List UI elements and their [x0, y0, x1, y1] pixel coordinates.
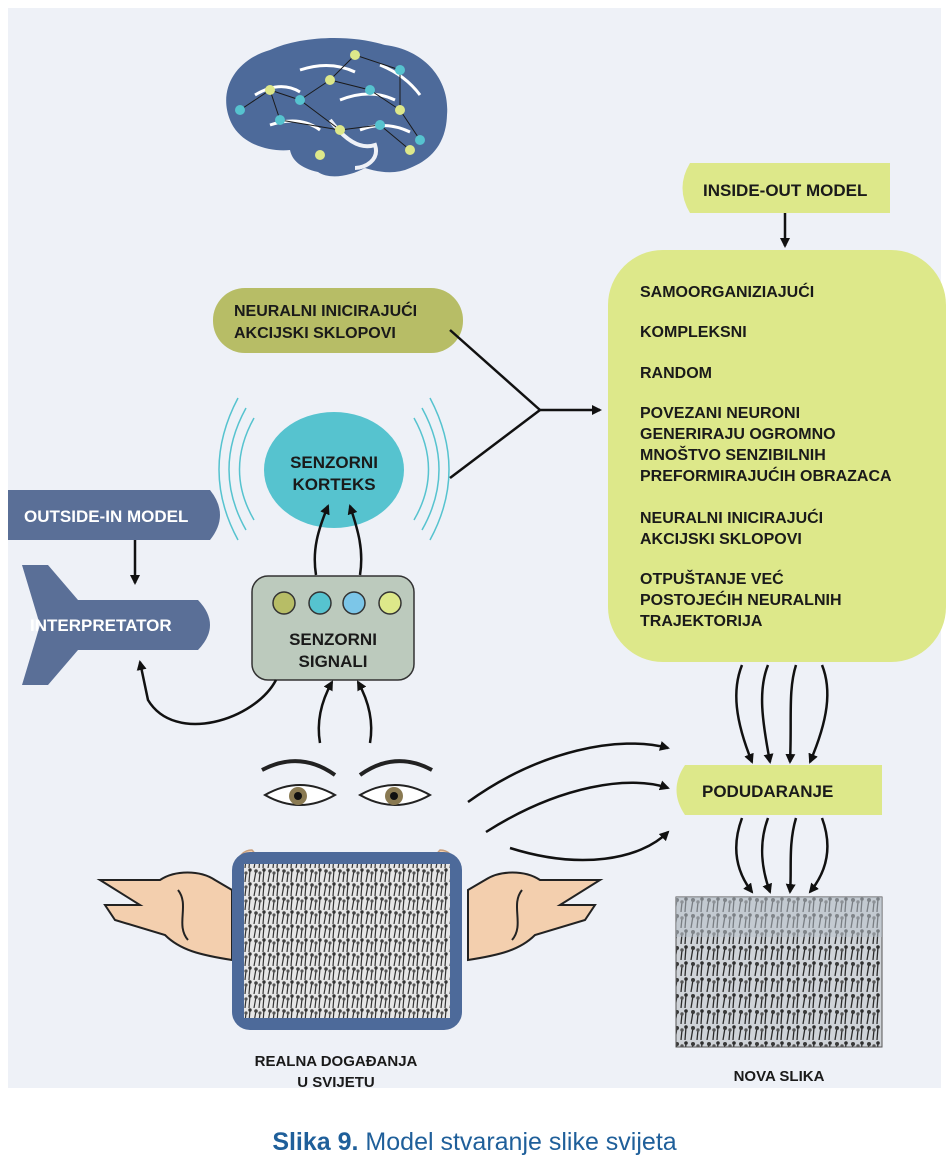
- crowd-picture-new: [675, 896, 883, 1048]
- outside-in-title: OUTSIDE-IN MODEL: [24, 507, 188, 526]
- inside-out-item: SAMOORGANIZIAJUĆI: [640, 282, 814, 301]
- interpretator-shape: INTERPRETATOR: [22, 565, 210, 685]
- inside-out-item: POSTOJEĆIH NEURALNIH: [640, 590, 842, 609]
- inside-out-item: POVEZANI NEURONI: [640, 405, 800, 422]
- caption-text: Model stvaranje slike svijeta: [358, 1128, 677, 1156]
- inside-out-item: KOMPLEKSNI: [640, 324, 747, 341]
- inside-out-item: NEURALNI INICIRAJUĆI: [640, 508, 823, 527]
- cortex-line: SENZORNI: [290, 453, 378, 472]
- inside-out-title: INSIDE-OUT MODEL: [703, 181, 867, 200]
- signal-dot: [308, 591, 332, 615]
- inside-out-item: AKCIJSKI SKLOPOVI: [640, 531, 802, 548]
- signals-line: SIGNALI: [299, 652, 368, 671]
- sensory-signals-box: SENZORNI SIGNALI: [251, 575, 415, 681]
- crowd-picture: [232, 852, 462, 1030]
- inside-out-item: GENERIRAJU OGROMNO: [640, 426, 836, 443]
- sensory-cortex: SENZORNI KORTEKS: [218, 397, 450, 541]
- neural-box-line: NEURALNI INICIRAJUĆI: [234, 301, 417, 320]
- neural-action-box: NEURALNI INICIRAJUĆI AKCIJSKI SKLOPOVI: [213, 288, 463, 353]
- inside-out-item: RANDOM: [640, 365, 712, 382]
- signal-dot: [272, 591, 296, 615]
- brain-icon: [226, 37, 448, 177]
- interpretator-label: INTERPRETATOR: [30, 616, 172, 635]
- real-events-line: REALNA DOGAĐANJA: [255, 1053, 418, 1070]
- converging-arrows: [449, 329, 602, 479]
- neural-box-line: AKCIJSKI SKLOPOVI: [234, 325, 396, 342]
- real-events-line: U SVIJETU: [297, 1074, 375, 1091]
- inside-out-item: TRAJEKTORIJA: [640, 613, 763, 630]
- signals-line: SENZORNI: [289, 630, 377, 649]
- inside-out-box: SAMOORGANIZIAJUĆI KOMPLEKSNI RANDOM POVE…: [608, 250, 946, 662]
- inside-out-item: MNOŠTVO SENZIBILNIH: [640, 445, 826, 464]
- arrows-to-cortex: [313, 504, 363, 576]
- hands-icon: [96, 871, 604, 962]
- cortex-line: KORTEKS: [292, 475, 375, 494]
- arrows-to-matching: [467, 741, 670, 862]
- eyes-icon: [261, 759, 433, 806]
- inside-out-item: PREFORMIRAJUĆIH OBRAZACA: [640, 466, 892, 485]
- caption-number: Slika 9.: [272, 1128, 359, 1156]
- inside-out-item: OTPUŠTANJE VEĆ: [640, 569, 784, 588]
- matching-label: PODUDARANJE: [702, 782, 833, 801]
- signal-dot: [342, 591, 366, 615]
- arrows-to-new-image: [735, 817, 829, 894]
- new-image-label: NOVA SLIKA: [734, 1068, 825, 1085]
- arrows-box-to-matching: [735, 664, 829, 764]
- figure-caption: Slika 9. Model stvaranje slike svijeta: [0, 1128, 949, 1157]
- signal-dot: [378, 591, 402, 615]
- inside-out-model-tag: INSIDE-OUT MODEL: [682, 163, 890, 213]
- arrow-to-interpretator: [136, 660, 278, 726]
- arrows-to-signals: [317, 680, 373, 744]
- matching-box: PODUDARANJE: [676, 765, 882, 815]
- outside-in-model-tag: OUTSIDE-IN MODEL: [8, 490, 220, 540]
